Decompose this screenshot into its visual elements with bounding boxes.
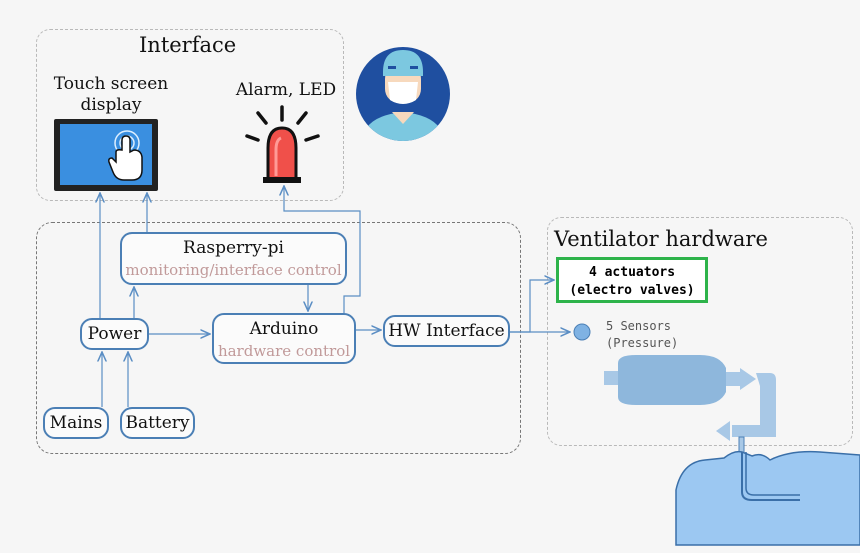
actuators-line1: 4 actuators — [588, 265, 676, 280]
power-node: Power — [80, 318, 149, 350]
alarm-light-icon — [245, 105, 320, 183]
arduino-subtitle: hardware control — [217, 342, 351, 360]
interface-group — [36, 29, 344, 201]
actuators-box: 4 actuators (electro valves) — [556, 257, 708, 303]
mains-node: Mains — [43, 407, 109, 439]
sensors-label: 5 Sensors (Pressure) — [606, 318, 678, 352]
battery-node: Battery — [120, 407, 195, 439]
ventilator-bag-icon — [604, 355, 776, 454]
arduino-node: Arduino hardware control — [212, 313, 356, 364]
sensors-line1: 5 Sensors — [606, 319, 672, 333]
raspberry-pi-node: Rasperry-pi monitoring/interface control — [120, 232, 347, 285]
hw-interface-node: HW Interface — [383, 315, 510, 347]
patient-head-icon — [675, 450, 860, 546]
touch-screen-icon — [54, 119, 158, 191]
arrows — [100, 186, 570, 407]
raspberry-pi-subtitle: monitoring/interface control — [125, 261, 342, 279]
arduino-title: Arduino — [249, 319, 319, 339]
touch-screen-label: Touch screen display — [48, 74, 174, 116]
actuators-line2: (electro valves) — [569, 283, 695, 298]
sensors-line2: (Pressure) — [606, 336, 679, 350]
sensor-dot — [573, 323, 591, 341]
controller-group — [36, 222, 521, 454]
raspberry-pi-title: Rasperry-pi — [183, 238, 284, 258]
doctor-avatar-icon — [356, 47, 450, 141]
touch-screen-label-line2: display — [80, 95, 142, 115]
touch-screen-label-line1: Touch screen — [53, 74, 169, 94]
alarm-label: Alarm, LED — [235, 80, 337, 100]
ventilator-group-title: Ventilator hardware — [554, 227, 768, 251]
interface-group-title: Interface — [139, 33, 237, 57]
